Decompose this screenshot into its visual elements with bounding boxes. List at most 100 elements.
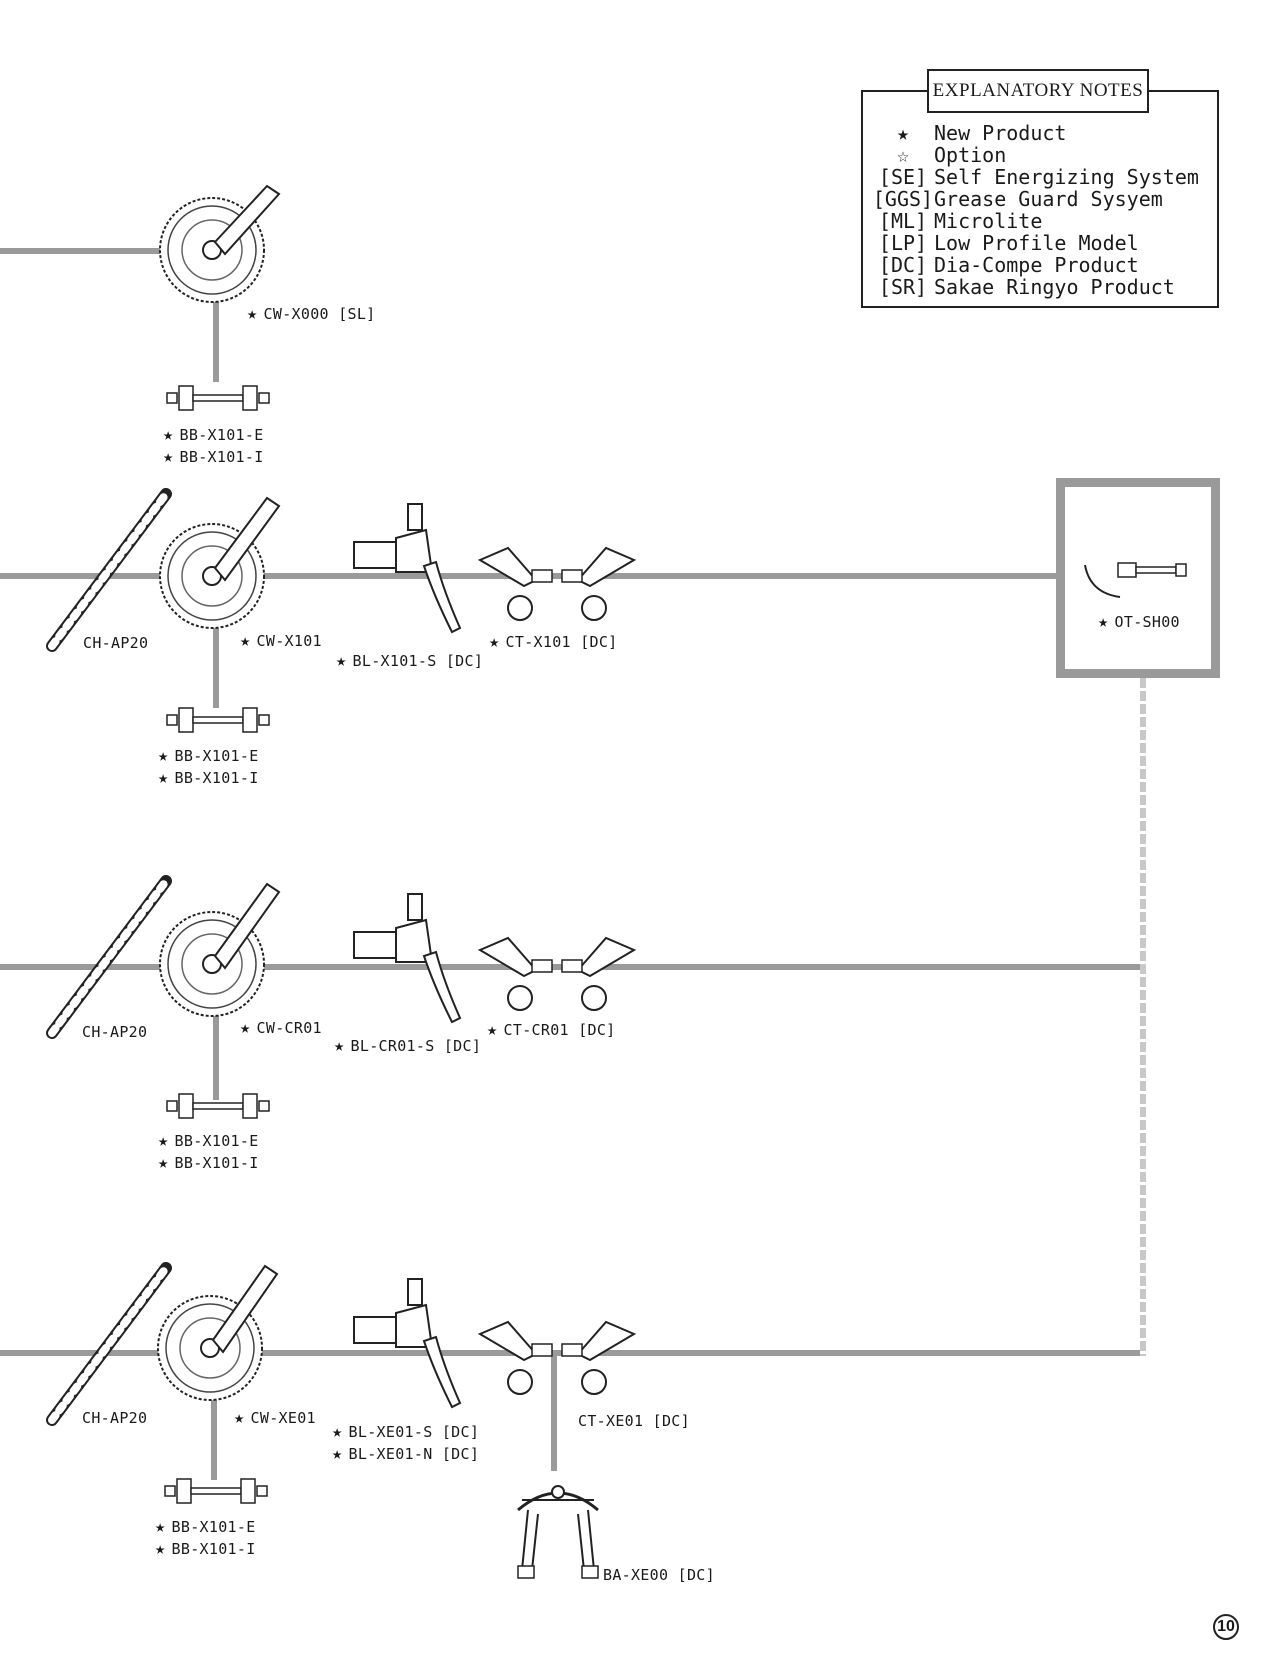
filled-star-icon: ★ bbox=[158, 768, 169, 788]
bottom-bracket-icon bbox=[166, 385, 270, 411]
crank-label: ★ CW-CR01 bbox=[240, 1018, 322, 1038]
cantilever-label: ★CT-CR01 [DC] bbox=[487, 1020, 616, 1040]
notes-text: Dia-Compe Product bbox=[934, 253, 1139, 277]
crank-label: ★ CW-XE01 bbox=[234, 1408, 316, 1428]
notes-text: Low Profile Model bbox=[934, 231, 1139, 255]
part-number: CT-CR01 [DC] bbox=[503, 1021, 616, 1039]
filled-star-icon: ★ bbox=[155, 1517, 166, 1537]
part-number: CW-XE01 bbox=[250, 1409, 316, 1427]
bottom-bracket-icon bbox=[166, 707, 270, 733]
explanatory-notes-title: EXPLANATORY NOTES bbox=[927, 69, 1149, 113]
filled-star-icon: ★ bbox=[896, 121, 910, 145]
notes-text: Self Energizing System bbox=[934, 165, 1199, 189]
filled-star-icon: ★ bbox=[334, 1036, 345, 1056]
notes-symbol: [GGS] bbox=[872, 187, 934, 211]
part-number: BB-X101-I bbox=[174, 769, 259, 787]
outline-star-icon: ☆ bbox=[896, 143, 910, 167]
part-number: BB-X101-E bbox=[174, 747, 259, 765]
brake-lever-icon bbox=[353, 1278, 462, 1409]
brake-arch-icon bbox=[517, 1485, 599, 1579]
filled-star-icon: ★ bbox=[1098, 612, 1109, 632]
notes-text: New Product bbox=[934, 121, 1067, 145]
part-number: CW-X000 [SL] bbox=[263, 305, 376, 323]
connector-line-row1-bb bbox=[213, 300, 219, 382]
crankset-icon bbox=[159, 184, 281, 303]
part-number: BL-XE01-S [DC] bbox=[348, 1423, 480, 1441]
filled-star-icon: ★ bbox=[158, 746, 169, 766]
part-number: CW-CR01 bbox=[256, 1019, 322, 1037]
filled-star-icon: ★ bbox=[234, 1408, 245, 1428]
part-number: CT-X101 [DC] bbox=[505, 633, 618, 651]
filled-star-icon: ★ bbox=[332, 1422, 343, 1442]
notes-row-option: ☆ Option bbox=[872, 144, 1199, 166]
bb-e-label: ★ BB-X101-E bbox=[158, 1131, 259, 1151]
lever-n-label: ★ BL-XE01-N [DC] bbox=[332, 1444, 479, 1464]
bb-i-label: ★ BB-X101-I bbox=[158, 768, 259, 788]
connector-line-row3-bb bbox=[213, 1015, 219, 1100]
filled-star-icon: ★ bbox=[240, 1018, 251, 1038]
crankset-icon bbox=[159, 882, 281, 1017]
chain-label: CH-AP20 bbox=[82, 1023, 148, 1041]
chain-icon bbox=[46, 875, 172, 1039]
notes-row-ggs: [GGS]Grease Guard Sysyem bbox=[872, 188, 1199, 210]
connector-line-row4-brake bbox=[551, 1356, 557, 1471]
part-number: BB-X101-I bbox=[171, 1540, 256, 1558]
notes-symbol: [LP] bbox=[878, 231, 928, 255]
cantilever-brake-icon bbox=[477, 1320, 637, 1395]
part-number: BB-X101-E bbox=[174, 1132, 259, 1150]
chain-icon bbox=[46, 1262, 172, 1426]
connector-line-row2-bb bbox=[213, 628, 219, 708]
filled-star-icon: ★ bbox=[163, 447, 174, 467]
crank-label: ★ CW-X000 [SL] bbox=[247, 304, 376, 324]
explanatory-notes-box bbox=[861, 90, 1219, 308]
notes-text: Option bbox=[934, 143, 1007, 167]
cantilever-label: CT-XE01 [DC] bbox=[578, 1412, 690, 1430]
filled-star-icon: ★ bbox=[332, 1444, 343, 1464]
option-part-label: ★ OT-SH00 bbox=[1098, 612, 1180, 632]
lever-label: ★BL-X101-S [DC] bbox=[336, 651, 483, 671]
crank-label: ★CW-X101 bbox=[240, 631, 322, 651]
notes-text: Microlite bbox=[934, 209, 1043, 233]
filled-star-icon: ★ bbox=[158, 1131, 169, 1151]
page-number: 10 bbox=[1213, 1614, 1239, 1640]
part-number: BL-X101-S [DC] bbox=[352, 652, 484, 670]
cantilever-brake-icon bbox=[477, 936, 637, 1011]
part-number: CW-X101 bbox=[256, 632, 322, 650]
connector-line-row4-bb bbox=[211, 1400, 217, 1480]
crankset-icon bbox=[157, 1264, 279, 1401]
part-number: BB-X101-I bbox=[179, 448, 264, 466]
bottom-bracket-icon bbox=[164, 1478, 268, 1504]
part-number: OT-SH00 bbox=[1114, 613, 1180, 631]
part-number: BL-XE01-N [DC] bbox=[348, 1445, 480, 1463]
notes-symbol: [SR] bbox=[878, 275, 928, 299]
bb-e-label: ★BB-X101-E bbox=[163, 425, 264, 445]
shifter-holder-icon bbox=[1084, 562, 1187, 598]
filled-star-icon: ★ bbox=[158, 1153, 169, 1173]
part-number: BL-CR01-S [DC] bbox=[350, 1037, 482, 1055]
notes-symbol: [DC] bbox=[878, 253, 928, 277]
bb-i-label: ★ BB-X101-I bbox=[155, 1539, 256, 1559]
option-dashed-line bbox=[1140, 678, 1146, 1356]
filled-star-icon: ★ bbox=[247, 304, 258, 324]
notes-text: Grease Guard Sysyem bbox=[934, 187, 1163, 211]
crankset-icon bbox=[159, 496, 281, 629]
notes-row-new-product: ★ New Product bbox=[872, 122, 1199, 144]
connector-line-row1 bbox=[0, 248, 210, 254]
chain-label: CH-AP20 bbox=[83, 634, 149, 652]
filled-star-icon: ★ bbox=[163, 425, 174, 445]
notes-text: Sakae Ringyo Product bbox=[934, 275, 1175, 299]
notes-symbol: [ML] bbox=[878, 209, 928, 233]
bb-i-label: ★BB-X101-I bbox=[158, 1153, 259, 1173]
notes-row-sr: [SR]Sakae Ringyo Product bbox=[872, 276, 1199, 298]
bb-i-label: ★ BB-X101-I bbox=[163, 447, 264, 467]
lever-label: ★ BL-CR01-S [DC] bbox=[334, 1036, 481, 1056]
notes-row-ml: [ML]Microlite bbox=[872, 210, 1199, 232]
part-number: BB-X101-E bbox=[171, 1518, 256, 1536]
cantilever-brake-icon bbox=[477, 546, 637, 621]
notes-row-dc: [DC]Dia-Compe Product bbox=[872, 254, 1199, 276]
notes-symbol: [SE] bbox=[878, 165, 928, 189]
brake-arch-label: BA-XE00 [DC] bbox=[603, 1566, 715, 1584]
filled-star-icon: ★ bbox=[155, 1539, 166, 1559]
chain-label: CH-AP20 bbox=[82, 1409, 148, 1427]
bb-e-label: ★ BB-X101-E bbox=[155, 1517, 256, 1537]
